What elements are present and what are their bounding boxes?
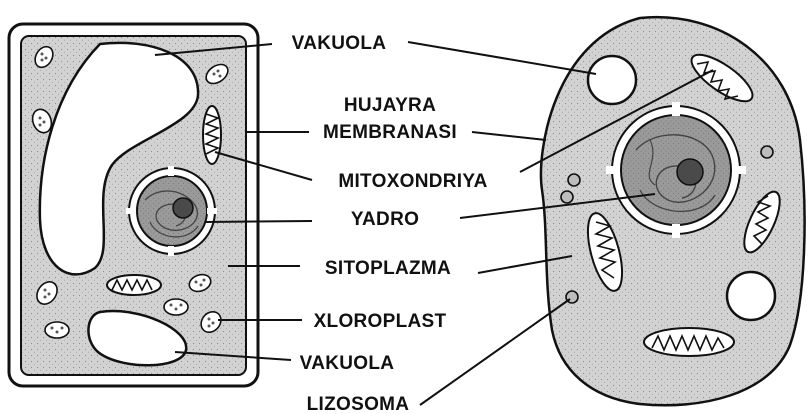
label-mitoxondriya: MITOXONDRIYA [338,171,487,192]
label-hujayra-line1: HUJAYRA [344,95,436,116]
label-vakuola-top: VAKUOLA [292,33,387,54]
label-xloroplast: XLOROPLAST [314,311,447,332]
plant-mitochondrion-right [203,106,221,164]
animal-vacuole-bottom [727,272,775,320]
label-vakuola-bottom: VAKUOLA [300,353,395,374]
label-lizosoma: LIZOSOMA [307,394,410,414]
animal-mitochondrion-bottom [644,328,734,356]
animal-cell [541,17,805,405]
plant-nucleolus [173,198,193,218]
label-sitoplazma: SITOPLAZMA [325,258,451,279]
animal-vacuole-top [588,56,636,104]
label-yadro: YADRO [351,209,419,230]
animal-lysosome-2 [561,191,573,203]
animal-lysosome-1 [568,174,580,186]
labels: VAKUOLA HUJAYRA MEMBRANASI MITOXONDRIYA … [292,33,488,414]
label-hujayra-line2: MEMBRANASI [323,122,457,143]
animal-nucleolus [677,159,703,185]
plant-cell [9,24,258,386]
animal-lysosome-3 [761,146,773,158]
plant-mitochondrion-bottom [107,275,161,295]
